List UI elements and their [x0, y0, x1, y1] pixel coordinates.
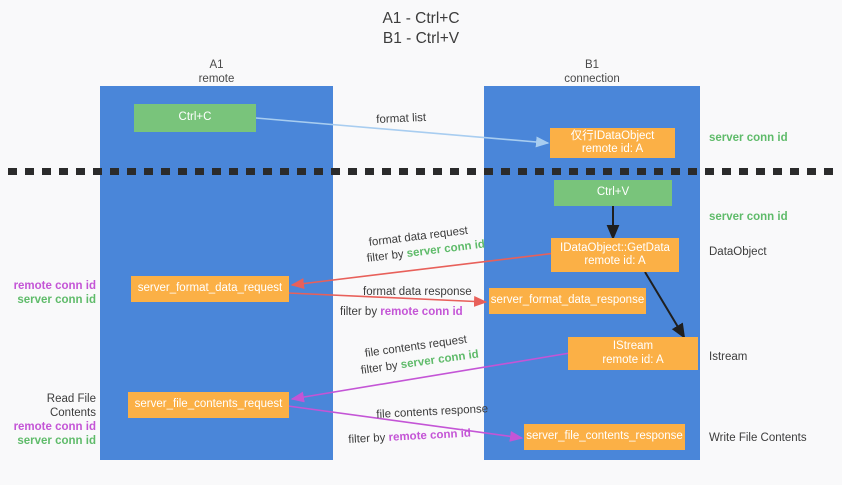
edge-label-format-data-response: format data response [363, 286, 472, 298]
box-server-file-contents-request-label: server_file_contents_request [134, 398, 283, 411]
box-idataobject[interactable]: 仅行IDataObject remote id: A [550, 128, 675, 158]
box-getdata-line1: IDataObject::GetData [560, 241, 670, 254]
filter-prefix-2: filter by [340, 306, 381, 318]
box-ctrl-c[interactable]: Ctrl+C [134, 104, 256, 132]
right-note-istream: Istream [709, 351, 748, 363]
lane-b1-subtitle: connection [564, 73, 620, 85]
box-idataobject-line2: remote id: A [581, 143, 644, 155]
diagram-title: A1 - Ctrl+C B1 - Ctrl+V [0, 9, 842, 49]
box-idataobject-line1: 仅行IDataObject [570, 129, 655, 142]
box-server-format-data-request[interactable]: server_format_data_request [131, 276, 289, 302]
edge-label-file-contents-response-filter: filter by remote conn id [348, 427, 471, 448]
lane-header-a1: A1 remote [100, 58, 333, 86]
lane-header-b1: B1 connection [484, 58, 700, 86]
box-server-format-data-response-label: server_format_data_response [490, 294, 645, 307]
box-ctrl-v-label: Ctrl+V [596, 186, 630, 199]
right-note-dataobject: DataObject [709, 246, 767, 258]
filter-prefix-1: filter by [366, 248, 408, 265]
lane-a1-subtitle: remote [198, 73, 235, 85]
lane-a1-name: A1 [209, 59, 224, 71]
title-line-2: B1 - Ctrl+V [382, 30, 460, 47]
right-note-server-conn-id-2: server conn id [709, 211, 788, 223]
edge-label-format-list: format list [376, 111, 427, 126]
box-server-format-data-request-label: server_format_data_request [137, 282, 283, 295]
edge-label-file-contents-response: file contents response [376, 403, 489, 421]
left-note-server-conn-id-1: server conn id [17, 294, 96, 306]
left-note-read-file-contents: Read File Contents [46, 393, 96, 419]
box-server-format-data-response[interactable]: server_format_data_response [489, 288, 646, 314]
left-note-remote-conn-id-1: remote conn id [13, 280, 96, 292]
left-note-server-conn-id-2: server conn id [17, 435, 96, 447]
filter-prefix-4: filter by [348, 431, 389, 446]
box-getdata-line2: remote id: A [584, 255, 646, 267]
right-note-write-file-contents: Write File Contents [709, 432, 807, 444]
left-note-remote-conn-id-2: remote conn id [13, 421, 96, 433]
filter-value-remote-conn-id-2: remote conn id [388, 427, 472, 444]
box-istream[interactable]: IStream remote id: A [568, 337, 698, 370]
title-line-1: A1 - Ctrl+C [382, 10, 460, 27]
box-ctrl-v[interactable]: Ctrl+V [554, 180, 672, 206]
filter-value-remote-conn-id-1: remote conn id [380, 306, 463, 318]
box-idataobject-getdata[interactable]: IDataObject::GetData remote id: A [551, 238, 679, 272]
box-server-file-contents-response[interactable]: server_file_contents_response [524, 424, 685, 450]
box-istream-line2: remote id: A [602, 353, 664, 366]
left-note-file-block: Read File Contents remote conn id server… [4, 392, 96, 448]
box-server-file-contents-request[interactable]: server_file_contents_request [128, 392, 289, 418]
box-istream-line1: IStream [612, 340, 654, 352]
edge-label-format-data-response-filter: filter by remote conn id [340, 305, 463, 320]
left-note-format-block: remote conn id server conn id [8, 279, 96, 307]
filter-prefix-3: filter by [360, 359, 402, 377]
lane-b1-name: B1 [584, 59, 600, 71]
box-server-file-contents-response-label: server_file_contents_response [526, 430, 683, 443]
box-ctrl-c-label: Ctrl+C [178, 111, 212, 124]
right-note-server-conn-id-1: server conn id [709, 132, 788, 144]
phase-divider-dashed-line [8, 168, 834, 175]
